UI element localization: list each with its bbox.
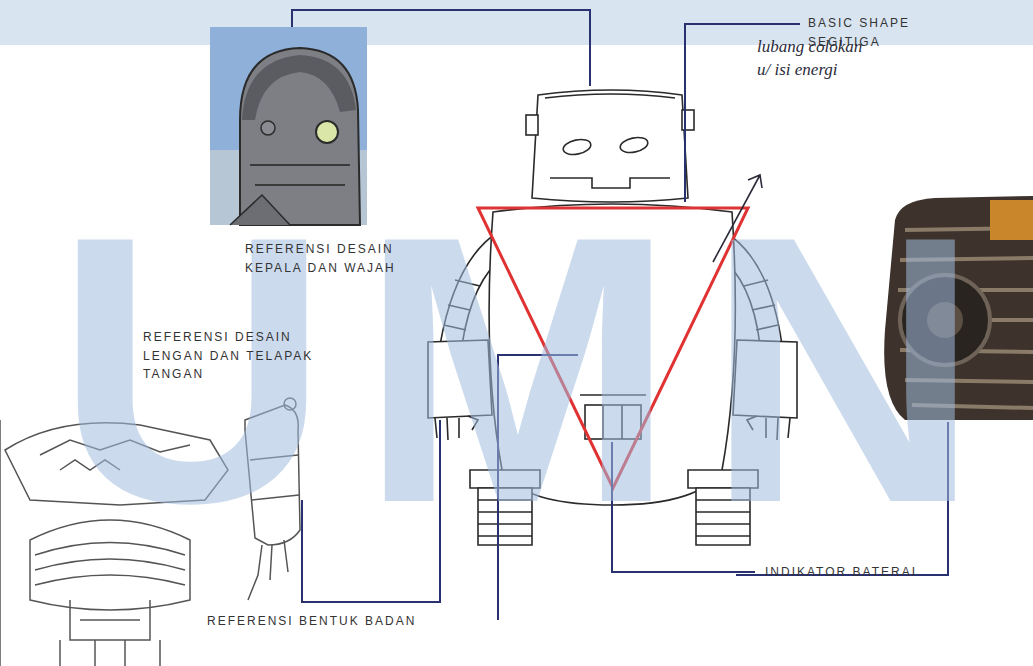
handwritten-note: lubang colokan u/ isi energi [757, 36, 879, 82]
reference-label: REFERENSI BENTUK BADAN [207, 612, 497, 631]
part-label: INDIKATOR BATERAI [765, 563, 985, 582]
reference-label: REFERENSI DESAIN LENGAN DAN TELAPAK TANG… [143, 328, 343, 384]
reference-label: REFERENSI DESAIN KEPALA DAN WAJAH [245, 240, 425, 277]
